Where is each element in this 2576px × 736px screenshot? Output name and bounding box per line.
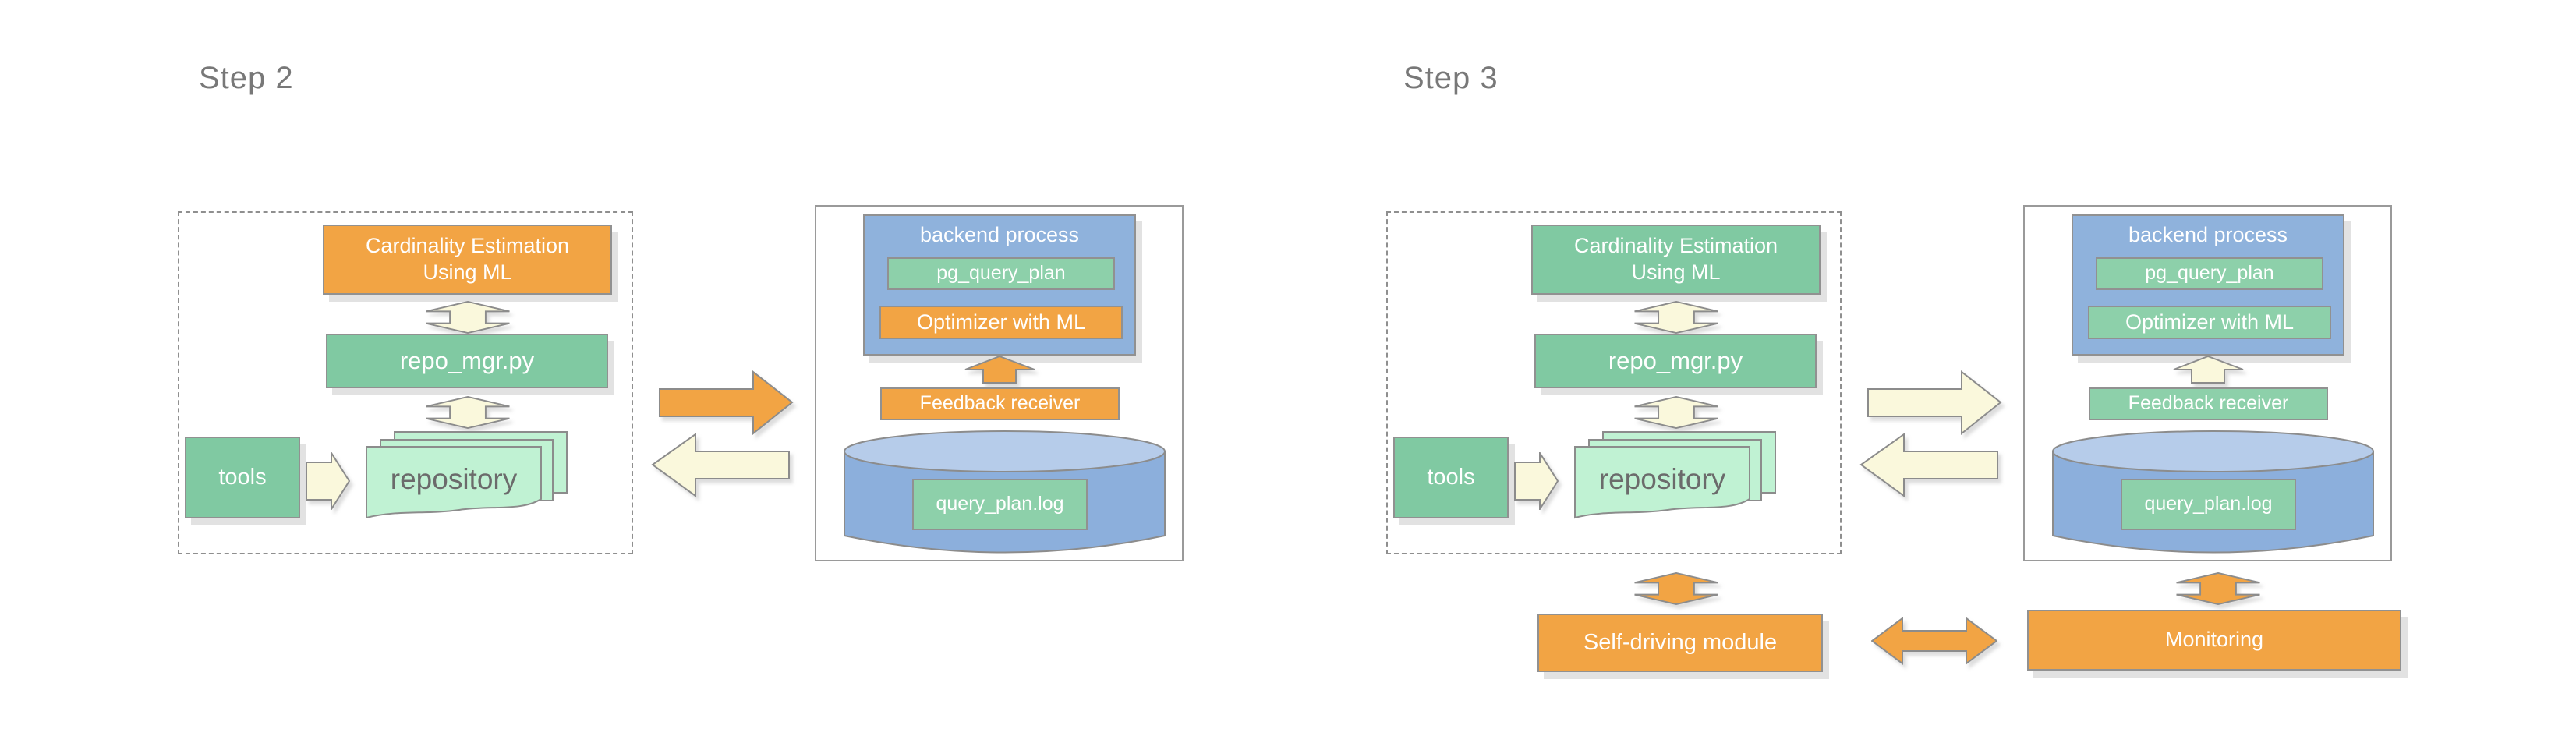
step2-repo-mgr-label: repo_mgr.py [399,346,535,374]
step2-feedback-up-arrow-icon [964,356,1035,384]
step3-monitoring-box: Monitoring [2027,610,2401,671]
step3-tools-to-repository-arrow-icon [1514,452,1559,510]
step3-optimizer-box: Optimizer with ML [2088,306,2331,339]
step2-backend-title: backend process [919,223,1080,246]
step2-tools-label: tools [218,465,267,490]
step3-query-plan-log-label: query_plan.log [2144,493,2273,515]
step2-tools-box: tools [185,437,300,518]
step2-cardinality-line2: Using ML [423,260,512,284]
step3-right-arrow-icon [1867,370,2002,435]
step2-pg-query-plan-label: pg_query_plan [936,262,1066,285]
step3-backend-title: backend process [2128,223,2288,246]
step2-optimizer-label: Optimizer with ML [916,310,1086,334]
step3-monitoring-updown-arrow-icon [2171,572,2265,605]
step2-feedback-receiver-label: Feedback receiver [919,392,1081,415]
step2-repository-document-shape [366,446,542,521]
step2-query-plan-log-box: query_plan.log [912,479,1088,530]
step3-pg-query-plan-label: pg_query_plan [2145,262,2274,285]
step3-cardinality-line2: Using ML [1631,260,1721,284]
step3-leftright-arrow-icon [1871,615,1997,667]
step3-left-arrow-icon [1859,433,1998,497]
step3-title: Step 3 [1403,61,1499,95]
step2-right-arrow-icon [659,370,794,435]
step3-pg-query-plan-box: pg_query_plan [2096,257,2323,290]
step3-tools-box: tools [1393,437,1509,518]
step3-repository-label: repository [1598,463,1726,495]
step2-title: Step 2 [199,61,294,95]
step3-pipeline-panel [1386,211,1842,554]
step3-feedback-receiver-label: Feedback receiver [2128,392,2289,415]
step2-optimizer-box: Optimizer with ML [879,306,1123,339]
step2-repo-mgr-box: repo_mgr.py [326,334,608,388]
step3-query-plan-log-box: query_plan.log [2121,479,2296,530]
step2-tools-to-repository-arrow-icon [306,452,350,510]
step2-repository-label: repository [390,463,518,495]
step3-self-driving-label: Self-driving module [1583,630,1778,656]
step3-self-driving-module-box: Self-driving module [1537,614,1823,672]
step3-repo-mgr-label: repo_mgr.py [1608,346,1743,374]
step3-updown-arrow-icon-1 [1629,301,1723,334]
step2-cardinality-line1: Cardinality Estimation [365,234,570,258]
step3-feedback-receiver-box: Feedback receiver [2089,387,2328,420]
step3-feedback-up-arrow-icon [2173,356,2244,384]
step2-pipeline-panel [178,211,633,554]
step2-pg-query-plan-box: pg_query_plan [887,257,1115,290]
step2-updown-arrow-icon-2 [421,396,515,429]
step3-repo-mgr-box: repo_mgr.py [1534,334,1817,388]
step3-updown-arrow-icon-2 [1629,396,1723,429]
step3-tools-label: tools [1427,465,1475,490]
step3-monitoring-label: Monitoring [2164,628,2264,652]
step3-repository-document-shape [1574,446,1750,521]
step3-optimizer-label: Optimizer with ML [2125,310,2295,334]
step3-selfdriving-updown-arrow-icon [1629,572,1723,605]
step3-cardinality-line1: Cardinality Estimation [1573,234,1778,258]
step2-updown-arrow-icon-1 [421,301,515,334]
step2-feedback-receiver-box: Feedback receiver [880,387,1120,420]
step2-left-arrow-icon [651,433,790,497]
step2-query-plan-log-label: query_plan.log [936,493,1064,515]
